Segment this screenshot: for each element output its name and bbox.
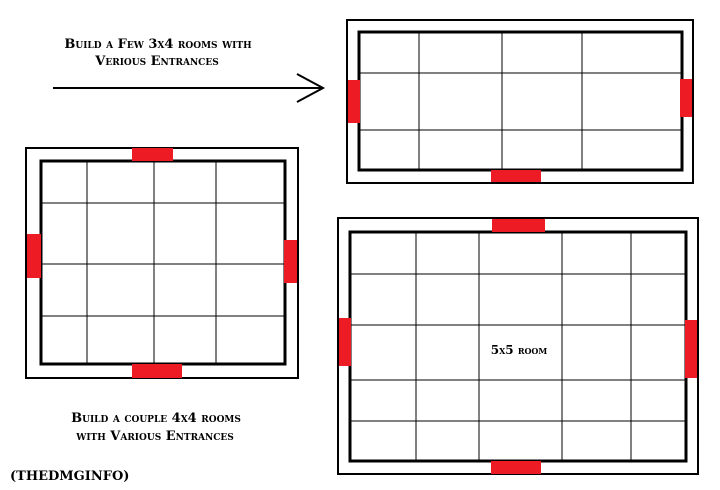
arrow-right-icon bbox=[53, 73, 326, 103]
annotation-line-2: Verious Entrances bbox=[94, 54, 218, 69]
room-5x5-door-bottom bbox=[491, 461, 541, 474]
room-4x4-inner-wall bbox=[39, 159, 287, 366]
room-5x5-label: 5x5 room bbox=[491, 343, 548, 357]
annotation-line-4: with Various Entrances bbox=[75, 429, 234, 444]
room-5x5-door-right bbox=[685, 320, 697, 378]
room-3x4-grid bbox=[359, 32, 682, 170]
room-3x4-door-left bbox=[348, 80, 360, 123]
room-4x4-door-top bbox=[132, 148, 173, 161]
room-5x5-door-left bbox=[339, 318, 351, 366]
room-5x5-grid bbox=[350, 232, 686, 461]
room-4x4-door-right bbox=[284, 240, 297, 283]
annotation-line-3: Build a couple 4x4 rooms bbox=[71, 411, 241, 426]
room-5x5: 5x5 room bbox=[337, 217, 699, 475]
room-4x4-door-bottom bbox=[132, 364, 182, 378]
credit-label: (THEDMGINFO) bbox=[10, 469, 129, 484]
room-4x4-door-left bbox=[27, 234, 41, 278]
room-4x4-grid bbox=[41, 161, 285, 364]
room-3x4-door-bottom bbox=[491, 170, 541, 182]
room-3x4-inner-wall bbox=[357, 30, 684, 172]
room-3x4 bbox=[346, 19, 694, 184]
room-4x4 bbox=[25, 147, 299, 379]
room-5x5-door-top bbox=[492, 219, 545, 232]
annotation-line-1: Build a Few 3x4 rooms with bbox=[64, 37, 252, 52]
room-3x4-door-right bbox=[680, 79, 692, 117]
